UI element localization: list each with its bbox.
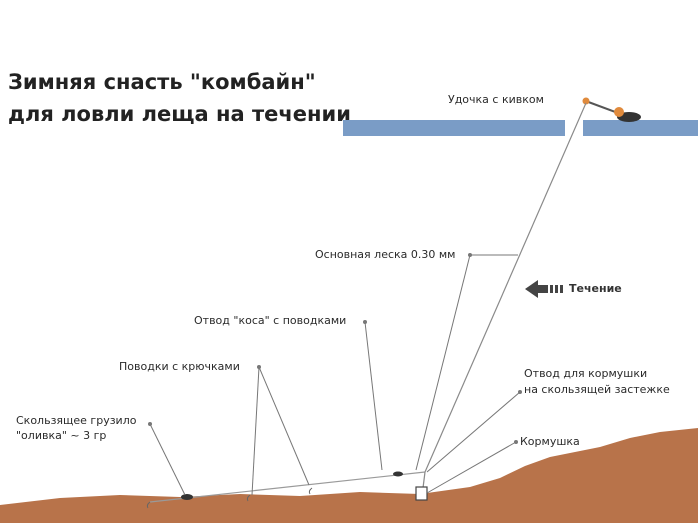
callout-dot <box>148 422 152 426</box>
branch-swivel <box>393 471 403 477</box>
ice-right <box>583 120 698 136</box>
label-leaders: Поводки с крючками <box>119 360 240 373</box>
hook-icon <box>308 487 313 495</box>
callout-sinker <box>149 423 186 496</box>
label-sinker-line-2: "оливка" ~ 3 гр <box>16 429 107 442</box>
label-feeder: Кормушка <box>520 435 580 448</box>
label-main-line: Основная леска 0.30 мм <box>315 248 456 261</box>
main-line <box>424 102 587 473</box>
callout-dot <box>468 253 472 257</box>
hook-icon <box>246 494 251 502</box>
callout-leaders-1 <box>251 366 260 496</box>
label-current: Течение <box>569 282 622 295</box>
hook-icon <box>146 501 151 509</box>
label-feeder-branch-line-2: на скользящей застежке <box>524 383 670 396</box>
callout-feeder-branch <box>426 391 521 473</box>
feeder-icon <box>415 486 428 501</box>
label-sinker-line-1: Скользящее грузило <box>16 414 137 427</box>
label-feeder-branch-line-1: Отвод для кормушки <box>524 367 648 380</box>
callout-braid <box>364 321 383 471</box>
rod-tip-dot <box>582 97 590 105</box>
label-sinker: Скользящее грузило "оливка" ~ 3 гр <box>16 413 136 443</box>
title-line-2: для ловли леща на течении <box>8 102 351 126</box>
diagram-title: Зимняя снасть "комбайн" для ловли леща н… <box>8 66 351 130</box>
label-feeder-branch: Отвод для кормушки на скользящей застежк… <box>524 366 670 398</box>
callout-leaders-2 <box>258 366 310 486</box>
callout-dot <box>363 320 367 324</box>
label-rod: Удочка с кивком <box>448 93 544 106</box>
title-line-1: Зимняя снасть "комбайн" <box>8 70 316 94</box>
current-arrow-icon <box>525 280 563 298</box>
label-braid-branch: Отвод "коса" с поводками <box>194 314 347 327</box>
callout-dot <box>257 365 261 369</box>
callout-feeder <box>426 441 517 494</box>
braid-branch-line <box>149 471 426 503</box>
ice-left <box>343 120 565 136</box>
sinker-icon <box>181 494 193 500</box>
callout-dot <box>518 390 522 394</box>
callout-main-line-pointer <box>415 254 471 471</box>
rod-float-dot <box>614 107 624 117</box>
callout-dot <box>514 440 518 444</box>
feeder-branch-line <box>422 471 426 489</box>
